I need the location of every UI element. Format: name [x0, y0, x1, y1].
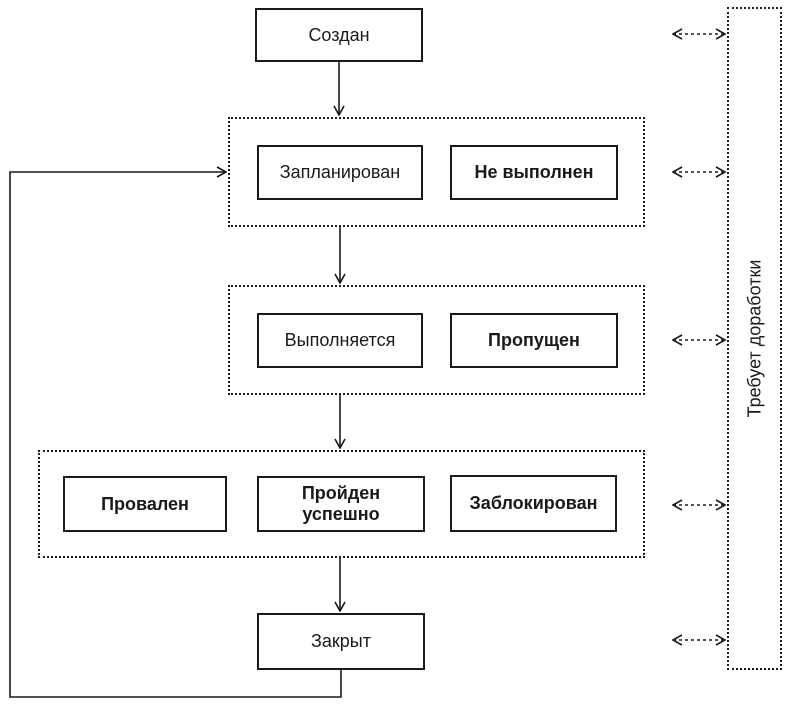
node-skipped-label: Пропущен — [488, 330, 580, 351]
node-needs-rework-label: Требует доработки — [744, 259, 764, 418]
node-needs-rework: Требует доработки — [727, 7, 782, 670]
node-planned-label: Запланирован — [279, 162, 401, 183]
node-in-progress: Выполняется — [257, 313, 423, 368]
node-in-progress-label: Выполняется — [284, 330, 396, 351]
node-failed: Провален — [63, 476, 227, 532]
node-planned: Запланирован — [257, 145, 423, 200]
node-closed: Закрыт — [257, 613, 425, 670]
node-passed-label: Пройден успешно — [301, 483, 381, 524]
node-passed: Пройден успешно — [257, 476, 425, 532]
node-blocked: Заблокирован — [450, 475, 617, 532]
node-failed-label: Провален — [101, 493, 189, 514]
node-skipped: Пропущен — [450, 313, 618, 368]
node-created-label: Создан — [308, 24, 370, 45]
node-created: Создан — [255, 8, 423, 62]
node-closed-label: Закрыт — [311, 631, 371, 652]
node-not-executed-label: Не выполнен — [474, 162, 594, 183]
node-blocked-label: Заблокирован — [469, 493, 598, 514]
node-not-executed: Не выполнен — [450, 145, 618, 200]
